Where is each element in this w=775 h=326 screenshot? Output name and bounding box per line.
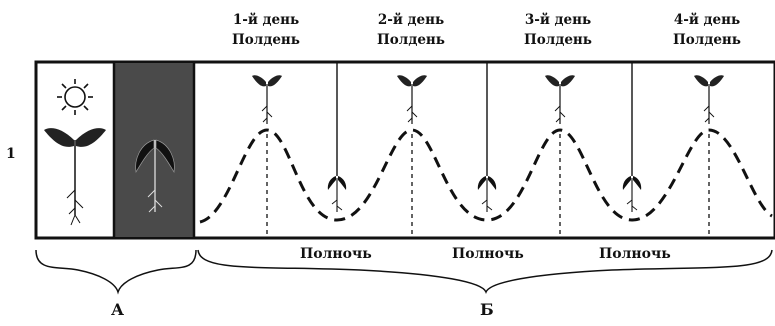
row-label: 1	[6, 146, 16, 162]
plant-midnight-icon	[327, 176, 347, 212]
midnight-label-1: Полночь	[300, 246, 372, 262]
plant-noon-icon	[545, 75, 575, 124]
day-time: Полдень	[377, 32, 445, 48]
day-time: Полдень	[524, 32, 592, 48]
plant-midnight-icon	[622, 176, 642, 212]
sun-icon	[57, 79, 93, 115]
noon-lines	[266, 134, 710, 237]
brace-a	[35, 249, 197, 295]
plant-night-icon	[135, 139, 175, 213]
day-time: Полдень	[673, 32, 741, 48]
day-header-2: 2-й день Полдень	[366, 10, 456, 50]
midnight-label-3: Полночь	[599, 246, 671, 262]
day-title: 2-й день	[377, 12, 445, 28]
day-header-3: 3-й день Полдень	[513, 10, 603, 50]
night-panel	[114, 63, 194, 237]
brace-b	[197, 249, 773, 295]
rhythm-curve	[199, 128, 773, 224]
day-header-4: 4-й день Полдень	[662, 10, 752, 50]
day-title: 3-й день	[524, 12, 592, 28]
plant-noon-icon	[694, 75, 724, 124]
plant-noon-icon	[397, 75, 427, 124]
plant-noon-icon	[252, 75, 282, 124]
day-time: Полдень	[232, 32, 300, 48]
day-title: 1-й день	[232, 12, 300, 28]
midnight-lines	[336, 63, 633, 176]
plant-midnight-icon	[477, 176, 497, 212]
plant-day-icon	[44, 128, 106, 226]
section-label-a: А	[111, 300, 125, 319]
section-label-b: Б	[480, 300, 494, 319]
day-header-1: 1-й день Полдень	[221, 10, 311, 50]
day-title: 4-й день	[673, 12, 741, 28]
midnight-label-2: Полночь	[452, 246, 524, 262]
